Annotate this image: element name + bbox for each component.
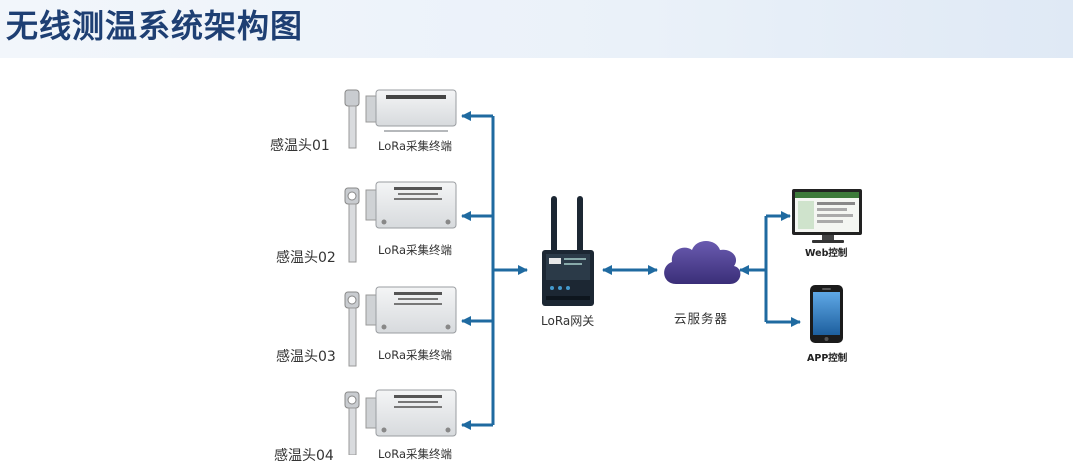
terminal-bus-connectors bbox=[461, 111, 528, 430]
terminal-label-03: LoRa采集终端 bbox=[378, 348, 453, 362]
sensor-label-03: 感温头03 bbox=[276, 349, 336, 365]
web-control-label: Web控制 bbox=[805, 248, 848, 259]
sensor-label-01: 感温头01 bbox=[270, 138, 330, 154]
lora-terminal-device-icon-01 bbox=[365, 89, 457, 132]
cloud-label: 云服务器 bbox=[674, 311, 729, 326]
lora-terminal-device-icon-02 bbox=[365, 181, 457, 229]
client-connectors bbox=[739, 211, 801, 327]
temperature-probe-icon-02 bbox=[344, 187, 360, 263]
desktop-monitor-icon bbox=[792, 189, 862, 243]
header-band bbox=[0, 0, 1073, 58]
sensor-label-02: 感温头02 bbox=[276, 250, 336, 266]
gateway-label: LoRa网关 bbox=[541, 314, 595, 328]
architecture-diagram bbox=[344, 89, 862, 455]
terminal-label-02: LoRa采集终端 bbox=[378, 243, 453, 257]
lora-terminal-device-icon-03 bbox=[365, 286, 457, 334]
lora-terminal-device-icon-04 bbox=[365, 389, 457, 437]
sensor-label-04: 感温头04 bbox=[274, 448, 334, 464]
cloud-server-icon bbox=[664, 241, 741, 284]
temperature-probe-icon-01 bbox=[344, 89, 360, 149]
terminal-label-04: LoRa采集终端 bbox=[378, 447, 453, 461]
app-control-label: APP控制 bbox=[807, 353, 848, 364]
temperature-probe-icon-04 bbox=[344, 391, 360, 455]
smartphone-icon bbox=[810, 285, 843, 343]
lora-gateway-device-icon bbox=[542, 196, 594, 306]
terminal-label-01: LoRa采集终端 bbox=[378, 139, 453, 153]
temperature-probe-icon-03 bbox=[344, 291, 360, 367]
page-title: 无线测温系统架构图 bbox=[6, 7, 304, 45]
